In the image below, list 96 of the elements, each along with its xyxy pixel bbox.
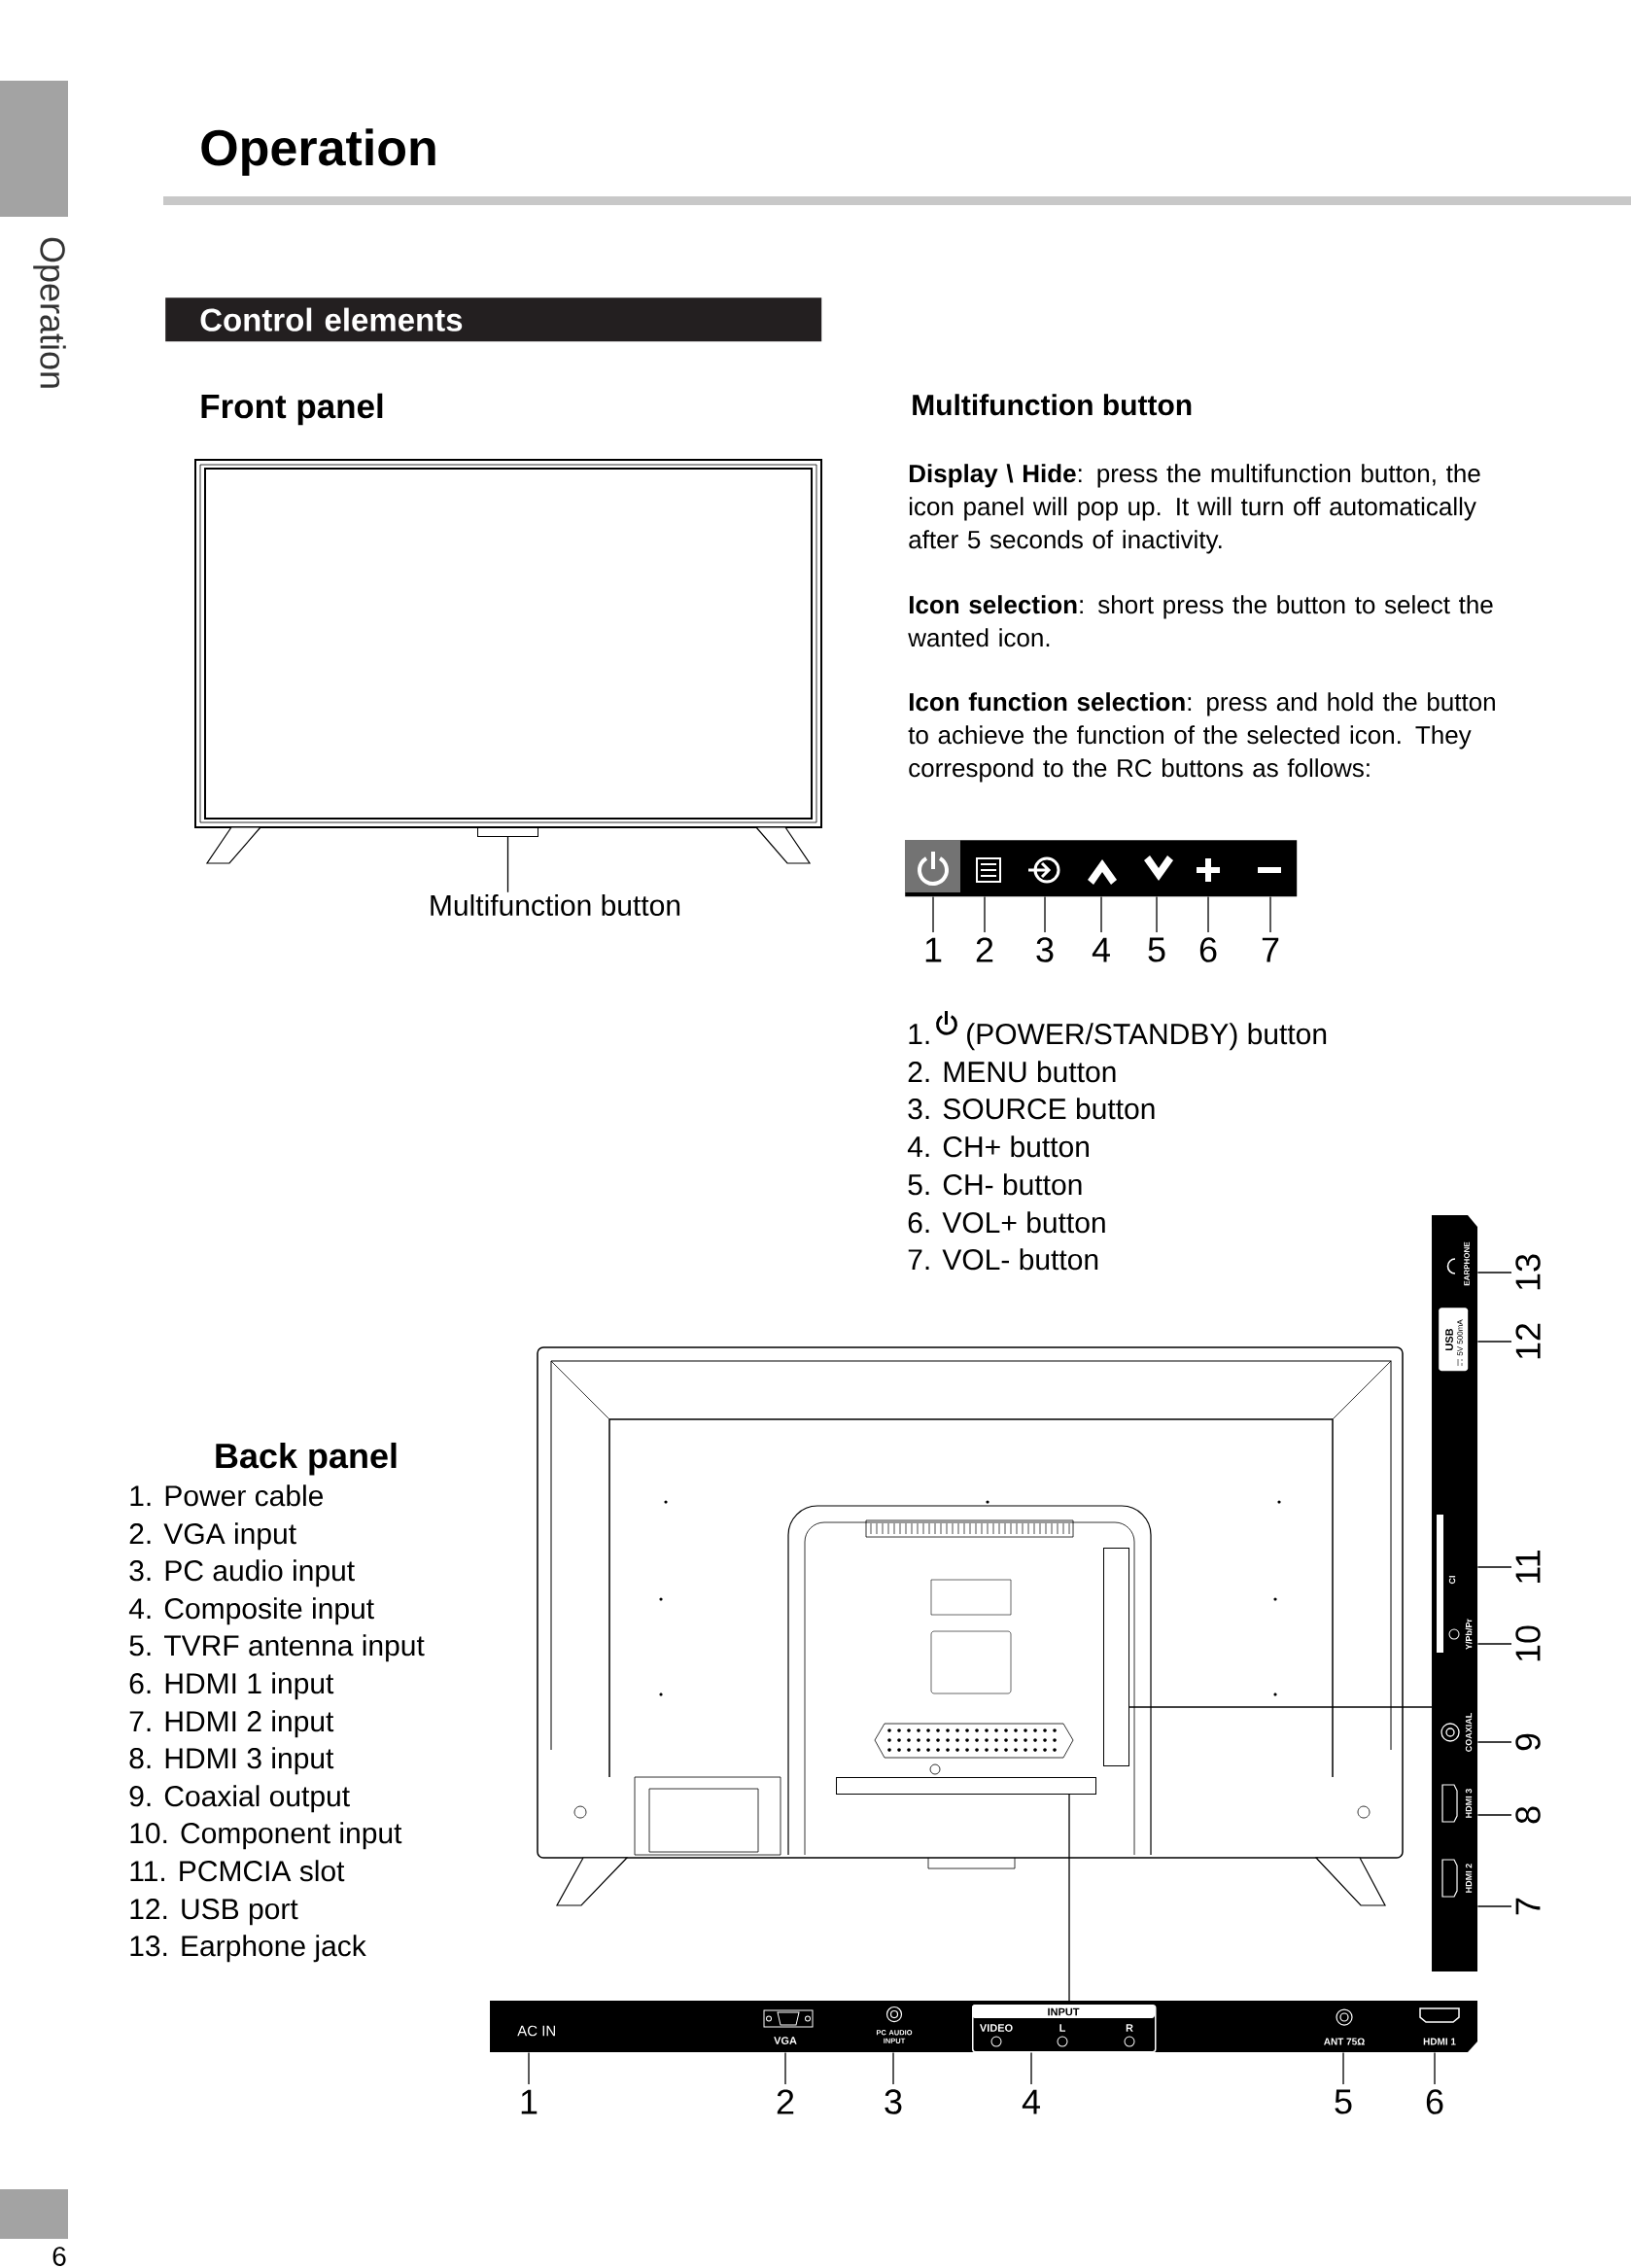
list-item: 2. VGA input bbox=[129, 1522, 296, 1551]
list-item: 5. TVRF antenna input bbox=[129, 1634, 425, 1662]
section-tab: Operation bbox=[0, 81, 68, 388]
port-label: VIDEO bbox=[980, 2024, 1013, 2032]
callout-number: 3 bbox=[885, 2089, 902, 2114]
tv-back-drawing bbox=[537, 1346, 1404, 1906]
callout-number: 8 bbox=[1515, 1806, 1541, 1824]
port-label: HDMI 3 bbox=[1465, 1789, 1473, 1818]
callout-number: 9 bbox=[1515, 1733, 1541, 1751]
leader-line bbox=[1128, 1706, 1433, 1708]
callout-number: 12 bbox=[1515, 1323, 1541, 1359]
leader-line bbox=[1476, 1741, 1512, 1743]
leader-line bbox=[1044, 895, 1046, 933]
port-label: EARPHONE bbox=[1464, 1241, 1470, 1286]
port-label: Y/Pb/Pr bbox=[1465, 1619, 1473, 1650]
leader-line bbox=[1156, 895, 1158, 933]
list-item: 6. VOL+ button bbox=[908, 1211, 1105, 1234]
port-label: COAXIAL bbox=[1465, 1713, 1473, 1752]
paragraph: Display \ Hide: press the multifunction button, the icon panel will pop up. It will turn off automatically after 5 seconds of inactivity. bbox=[909, 464, 1480, 554]
leader-line bbox=[784, 2051, 786, 2085]
callout-number: 13 bbox=[1515, 1254, 1541, 1290]
leader-line bbox=[506, 836, 509, 893]
section-heading: Front panel bbox=[201, 393, 383, 426]
callout-number: 10 bbox=[1515, 1625, 1541, 1661]
callout-number: 5 bbox=[1335, 2089, 1352, 2114]
tv-front-drawing bbox=[194, 459, 822, 864]
list-item: 3. PC audio input bbox=[129, 1559, 355, 1588]
list-item: 10. Component input bbox=[130, 1822, 402, 1850]
list-item: 2. MENU button bbox=[908, 1061, 1116, 1083]
multifunction-button bbox=[477, 827, 538, 837]
list-item: 1. bbox=[909, 1024, 929, 1044]
callout-number: 6 bbox=[1199, 937, 1217, 962]
port-label: CI bbox=[1448, 1576, 1456, 1585]
port-label: ANT 75Ω bbox=[1324, 2038, 1365, 2045]
list-item: 1. Power cable bbox=[130, 1484, 324, 1507]
terminal-rail bbox=[836, 1777, 1096, 1795]
leader-line bbox=[932, 895, 934, 933]
list-item: 6. HDMI 1 input bbox=[129, 1672, 334, 1700]
callout-number: 6 bbox=[1426, 2089, 1443, 2114]
leader-line bbox=[1068, 1794, 1070, 2006]
leader-line bbox=[1476, 1905, 1512, 1907]
leader-line bbox=[1476, 1566, 1512, 1568]
list-item: (POWER/STANDBY) button bbox=[967, 1023, 1327, 1051]
section-heading: Multifunction button bbox=[913, 394, 1192, 416]
section-band: Control elements bbox=[165, 297, 822, 342]
leader-line bbox=[528, 2051, 530, 2085]
list-item: 8. HDMI 3 input bbox=[129, 1747, 334, 1775]
leader-line bbox=[892, 2051, 894, 2085]
callout-number: 2 bbox=[777, 2089, 794, 2114]
leader-line bbox=[1342, 2051, 1344, 2085]
leader-line bbox=[1476, 1814, 1512, 1816]
callout-number: 11 bbox=[1515, 1551, 1541, 1583]
callout-text: Multifunction button bbox=[431, 894, 680, 917]
port-label: 5V 500mA bbox=[1457, 1319, 1463, 1356]
port-label: HDMI 2 bbox=[1465, 1864, 1473, 1893]
page-title: Operation bbox=[201, 128, 435, 176]
page-number-tab: 6 bbox=[0, 2189, 68, 2266]
port-label: VGA bbox=[774, 2037, 797, 2044]
paragraph: Icon function selection: press and hold the button to achieve the function of the selected icon. They correspond to the RC buttons as follows: bbox=[908, 692, 1495, 783]
callout-number: 4 bbox=[1092, 937, 1110, 962]
list-item: 13. Earphone jack bbox=[130, 1935, 366, 1963]
section-heading: Back panel bbox=[216, 1442, 397, 1476]
port-label: R bbox=[1126, 2024, 1133, 2032]
callout-number: 1 bbox=[925, 937, 942, 962]
list-item: 12. USB port bbox=[130, 1899, 298, 1926]
callout-number: 2 bbox=[976, 937, 993, 962]
port-label: INPUT bbox=[1048, 2007, 1080, 2016]
leader-line bbox=[1269, 895, 1271, 933]
callout-number: 3 bbox=[1036, 937, 1054, 962]
list-item: 7. HDMI 2 input bbox=[129, 1710, 334, 1738]
leader-line bbox=[1207, 895, 1209, 933]
callout-number: 5 bbox=[1148, 937, 1165, 962]
list-item: 5. CH- button bbox=[908, 1173, 1082, 1196]
list-item: 7. VOL- button bbox=[908, 1248, 1098, 1271]
paragraph: Icon selection: short press the button to select the wanted icon. bbox=[908, 595, 1493, 647]
list-item: 4. CH+ button bbox=[907, 1135, 1089, 1158]
callout-number: 1 bbox=[521, 2089, 538, 2114]
port-label: USB bbox=[1445, 1328, 1453, 1350]
leader-line bbox=[1434, 2051, 1436, 2085]
leader-line bbox=[1100, 895, 1102, 933]
callout-number: 7 bbox=[1515, 1898, 1541, 1915]
leader-line bbox=[984, 895, 986, 933]
list-item: 3. SOURCE button bbox=[908, 1098, 1155, 1120]
leader-line bbox=[1476, 1643, 1512, 1645]
side-rail bbox=[1103, 1548, 1129, 1766]
port-label: HDMI 1 bbox=[1423, 2038, 1456, 2045]
list-item: 4. Composite input bbox=[128, 1597, 374, 1625]
port-label: L bbox=[1059, 2024, 1066, 2032]
list-item: 9. Coaxial output bbox=[129, 1785, 350, 1813]
callout-number: 4 bbox=[1022, 2089, 1040, 2114]
list-item: 11. PCMCIA slot bbox=[130, 1860, 345, 1882]
callout-number: 7 bbox=[1262, 937, 1279, 962]
leader-line bbox=[1476, 1272, 1512, 1274]
leader-line bbox=[1030, 2051, 1032, 2085]
leader-line bbox=[1476, 1341, 1512, 1343]
port-label: AC IN bbox=[517, 2025, 555, 2037]
